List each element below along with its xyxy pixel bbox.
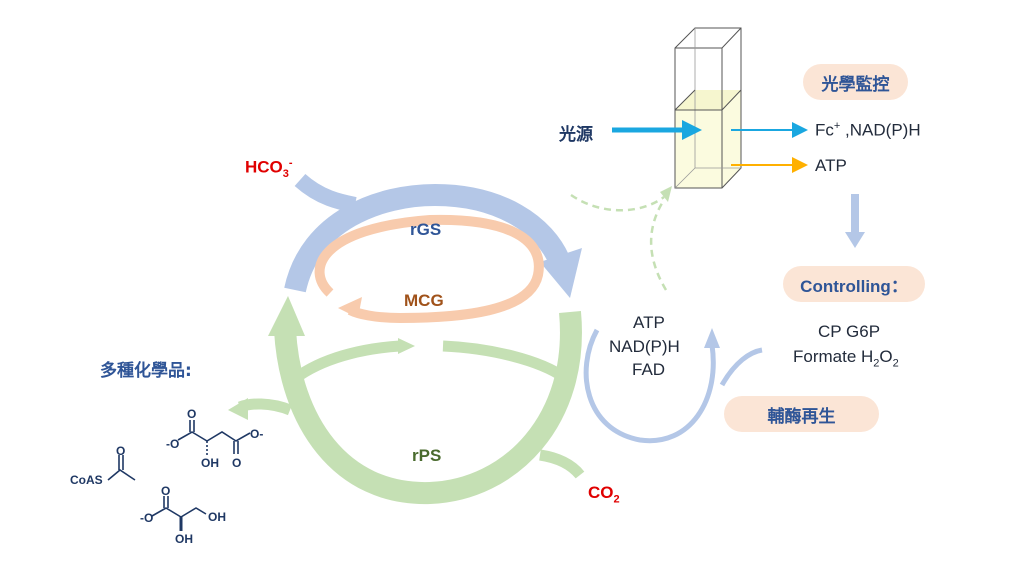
rgs-cycle-arrow xyxy=(284,173,582,298)
atp-output-label: ATP xyxy=(815,156,847,175)
cofactor-fad: FAD xyxy=(632,360,666,379)
acetyl-coa-o: O xyxy=(116,444,126,458)
glycerate-o-top: O xyxy=(161,484,171,498)
mcg-arrowhead xyxy=(338,297,362,318)
co2-label: CO2 xyxy=(588,483,620,506)
malate-o-left: -O xyxy=(166,437,180,451)
products-title: 多種化學品: xyxy=(100,361,192,381)
optical-monitor-badge: 光學監控 xyxy=(803,64,908,100)
rps-arrowhead xyxy=(268,296,305,336)
dashed-feedback-arrows xyxy=(570,186,672,291)
malate-o-bottom: O xyxy=(232,456,242,470)
cuvette-icon xyxy=(674,27,742,189)
mcg-label: MCG xyxy=(404,291,444,310)
rgs-arrowhead xyxy=(540,248,582,298)
glycerate-oh-bottom: OH xyxy=(175,532,193,546)
rgs-label: rGS xyxy=(410,220,442,239)
bicarbonate-feed-arrow xyxy=(294,173,357,213)
nadph-output-arrow xyxy=(731,122,808,138)
cofactor-cycle-arrow xyxy=(583,328,763,444)
bicarbonate-label: HCO3- xyxy=(245,157,293,181)
light-source-arrow xyxy=(612,120,702,140)
acetyl-coa-structure xyxy=(107,455,136,481)
malate-o-top: O xyxy=(187,407,197,421)
light-source-label: 光源 xyxy=(559,125,593,145)
cofactor-regeneration-badge: 輔酶再生 xyxy=(724,396,879,432)
malate-oh: OH xyxy=(201,456,219,470)
down-arrow-icon xyxy=(845,194,865,248)
nadph-output-label: Fc+ ,NAD(P)H xyxy=(815,120,921,140)
controlling-line1: CP G6P xyxy=(818,322,881,341)
controlling-line2: Formate H2O2 xyxy=(793,347,899,370)
cofactor-arrowhead xyxy=(704,328,720,348)
co2-feed-arrow xyxy=(539,449,585,479)
glycerate-structure xyxy=(151,496,207,531)
rps-branch-right xyxy=(442,340,569,383)
acetyl-coa-label: CoAS xyxy=(70,473,103,487)
malate-structure xyxy=(177,420,251,455)
cofactor-nadph: NAD(P)H xyxy=(609,337,680,356)
glycerate-oh-right: OH xyxy=(208,510,226,524)
rps-branch-arrowhead xyxy=(398,338,415,354)
controlling-badge: Controlling： xyxy=(783,266,925,302)
product-output-arrowhead xyxy=(228,398,248,420)
atp-output-arrow xyxy=(731,157,808,173)
cofactor-atp: ATP xyxy=(633,313,665,332)
rps-label: rPS xyxy=(412,446,442,465)
glycerate-o-left: -O xyxy=(140,511,154,525)
malate-o-right: O- xyxy=(250,427,264,441)
rps-cycle-arrow xyxy=(228,296,585,505)
cofactor-feed-arrow xyxy=(719,347,763,387)
mcg-cycle-arrow xyxy=(314,214,544,324)
rps-branch-left xyxy=(296,340,401,380)
